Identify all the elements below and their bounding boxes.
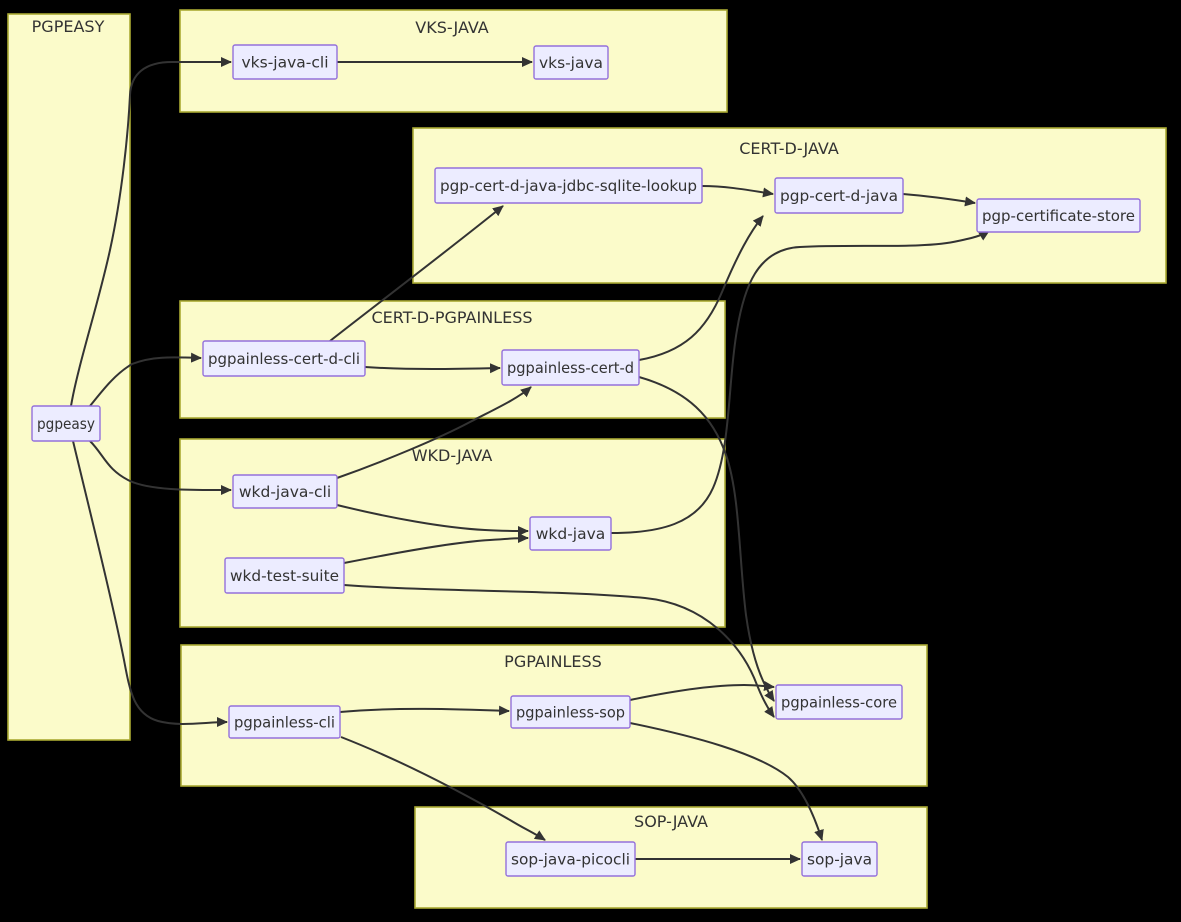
node-label-wkd-test-suite: wkd-test-suite <box>230 567 339 585</box>
node-label-jdbc-sqlite-lookup: pgp-cert-d-java-jdbc-sqlite-lookup <box>440 177 697 195</box>
node-label-wkd-java: wkd-java <box>536 525 606 543</box>
cluster-pgpeasy-group <box>7 13 131 741</box>
node-label-pgpainless-cli: pgpainless-cli <box>234 714 335 732</box>
node-label-pgp-cert-d-java: pgp-cert-d-java <box>780 187 898 205</box>
node-pgp-cert-d-java <box>774 177 904 214</box>
node-pgpainless-cert-d <box>501 349 640 386</box>
node-pgpainless-cli <box>228 705 341 739</box>
node-pgpainless-cert-d-cli <box>202 340 366 377</box>
edge-pgpainless-cli-to-sop-java-picocli <box>340 736 546 841</box>
edge-wkd-test-suite-to-wkd-java <box>343 533 529 564</box>
edge-pgpainless-cli-to-pgpainless-sop <box>339 705 510 716</box>
node-label-pgpainless-cert-d-cli: pgpainless-cert-d-cli <box>208 350 360 368</box>
node-pgpeasy <box>31 405 101 442</box>
edge-wkd-test-suite-to-pgpainless-core <box>343 584 775 718</box>
edge-layer <box>70 57 990 864</box>
edge-pgpainless-sop-to-sop-java <box>629 722 824 841</box>
node-wkd-java <box>529 516 612 551</box>
node-layer: pgpeasy vks-java-cli vks-java pgp-cert-d-ja… <box>31 44 1141 877</box>
edge-pgpainless-cert-d-to-pgpainless-core <box>638 376 775 702</box>
node-label-wkd-java-cli: wkd-java-cli <box>239 483 331 501</box>
node-sop-java <box>801 841 878 877</box>
edge-jdbc-sqlite-lookup-to-pgp-cert-d-java <box>701 185 774 198</box>
cluster-label-cert-d-pgpainless-group: CERT-D-PGPAINLESS <box>371 308 532 327</box>
node-label-pgpainless-sop: pgpainless-sop <box>516 704 625 722</box>
node-label-pgp-certificate-store: pgp-certificate-store <box>982 207 1135 225</box>
cluster-label-pgpainless-group: PGPAINLESS <box>504 652 602 671</box>
node-label-vks-java-cli: vks-java-cli <box>241 54 328 72</box>
node-vks-java-cli <box>232 44 338 80</box>
cluster-label-pgpeasy-group: PGPEASY <box>32 17 105 36</box>
edge-pgpeasy-to-vks-java-cli <box>70 57 232 407</box>
edge-pgpainless-cert-d-to-pgp-cert-d-java <box>638 215 764 361</box>
node-vks-java <box>533 45 609 80</box>
edge-pgpainless-sop-to-pgpainless-core <box>629 681 775 701</box>
cluster-label-wkd-java-group: WKD-JAVA <box>412 446 493 465</box>
edge-pgp-cert-d-java-to-pgp-certificate-store <box>902 193 976 207</box>
node-label-pgpainless-cert-d: pgpainless-cert-d <box>507 359 634 377</box>
edge-wkd-java-cli-to-wkd-java <box>336 504 529 536</box>
node-label-vks-java: vks-java <box>539 54 603 72</box>
edge-pgpainless-cert-d-cli-to-jdbc-sqlite-lookup <box>329 205 504 342</box>
cluster-label-vks-java-group: VKS-JAVA <box>415 18 489 37</box>
edge-pgpeasy-to-wkd-java-cli <box>89 440 232 496</box>
cluster-label-sop-java-group: SOP-JAVA <box>634 812 708 831</box>
edge-pgpeasy-to-pgpainless-cli <box>72 440 228 728</box>
node-label-pgpainless-core: pgpainless-core <box>781 694 897 712</box>
edge-wkd-java-cli-to-pgpainless-cert-d <box>336 386 532 479</box>
node-label-sop-java: sop-java <box>807 851 872 869</box>
node-label-sop-java-picocli: sop-java-picocli <box>511 851 630 869</box>
edge-pgpainless-cert-d-cli-to-pgpainless-cert-d <box>364 363 501 374</box>
node-pgpainless-sop <box>510 695 631 729</box>
node-label-pgpeasy: pgpeasy <box>37 415 95 433</box>
node-wkd-test-suite <box>224 557 345 594</box>
node-pgp-certificate-store <box>976 198 1141 233</box>
node-wkd-java-cli <box>232 474 338 509</box>
node-sop-java-picocli <box>505 841 636 877</box>
cluster-label-cert-d-java-group: CERT-D-JAVA <box>739 139 839 158</box>
edge-pgpeasy-to-pgpainless-cert-d-cli <box>89 352 202 407</box>
cluster-layer: PGPEASY VKS-JAVA CERT-D-JAVA CERT-D-PGPAINL… <box>7 9 1167 909</box>
node-pgpainless-core <box>775 684 903 720</box>
node-jdbc-sqlite-lookup <box>434 167 703 204</box>
edge-wkd-java-to-pgp-certificate-store <box>610 230 990 534</box>
